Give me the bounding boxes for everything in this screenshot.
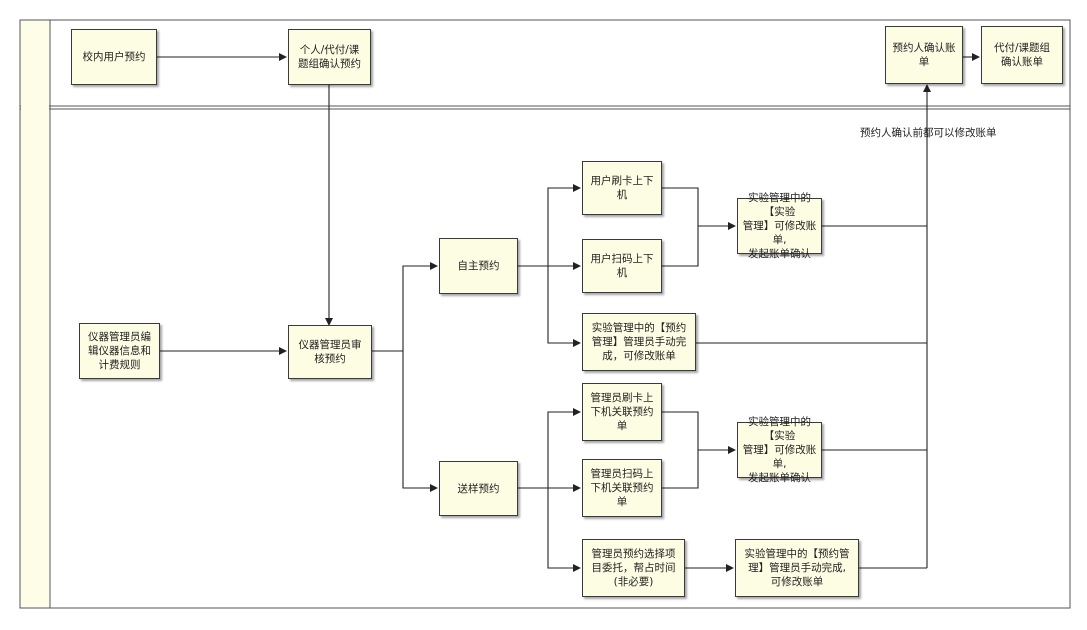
edge-review-to-self <box>372 262 438 352</box>
node-self-booking: 自主预约 <box>439 238 518 294</box>
node-confirm-booking: 个人/代付/课 题组确认预约 <box>288 29 371 85</box>
node-admin-review: 仪器管理员审 核预约 <box>288 325 372 379</box>
node-lab-management-sample: 实验管理中的【实验 管理】可修改账单, 发起账单确认 <box>737 416 822 484</box>
edge-self-to-manual <box>547 266 581 347</box>
edge-adminqr-to-lab <box>662 450 699 489</box>
edge-card-to-lab <box>662 187 736 230</box>
node-lab-management-self: 实验管理中的【实验 管理】可修改账单, 发起账单确认 <box>737 192 822 260</box>
lane-header-strip <box>21 21 49 607</box>
edge-self-to-card <box>518 184 581 267</box>
node-admin-select-project: 管理员预约选择项 目委托，帮占时间 (非必要) <box>582 539 685 597</box>
node-user-qr-scan: 用户扫码上下 机 <box>582 239 662 293</box>
edge-review-to-sample <box>402 351 438 492</box>
annotation-editable-before-confirm: 预约人确认前都可以修改账单 <box>860 127 997 139</box>
edge-sample-to-select <box>547 488 581 572</box>
edge-admincard-to-lab <box>662 411 736 454</box>
node-campus-user-booking: 校内用户预约 <box>71 29 157 85</box>
edge-sample-to-admincard <box>518 408 581 489</box>
node-admin-edit-instrument: 仪器管理员编 辑仪器信息和 计费规则 <box>79 323 160 379</box>
edge-qr-to-lab <box>662 226 699 267</box>
node-booking-management-manual: 实验管理中的【预约 管理】管理员手动完 成，可修改账单 <box>582 313 696 371</box>
node-booker-confirm-bill: 预约人确认账 单 <box>885 26 963 84</box>
swimlane-frame <box>19 19 1071 609</box>
node-admin-card-swipe: 管理员刷卡上 下机关联预约 单 <box>582 383 662 441</box>
node-admin-qr-scan: 管理员扫码上 下机关联预约 单 <box>582 459 662 517</box>
node-booking-management-sample: 实验管理中的【预约管 理】管理员手动完成, 可修改账单 <box>735 539 859 597</box>
node-sample-booking: 送样预约 <box>439 461 518 516</box>
node-payer-confirm-bill: 代付/课题组 确认账单 <box>981 26 1063 84</box>
node-user-card-swipe: 用户刷卡上下 机 <box>582 161 662 215</box>
